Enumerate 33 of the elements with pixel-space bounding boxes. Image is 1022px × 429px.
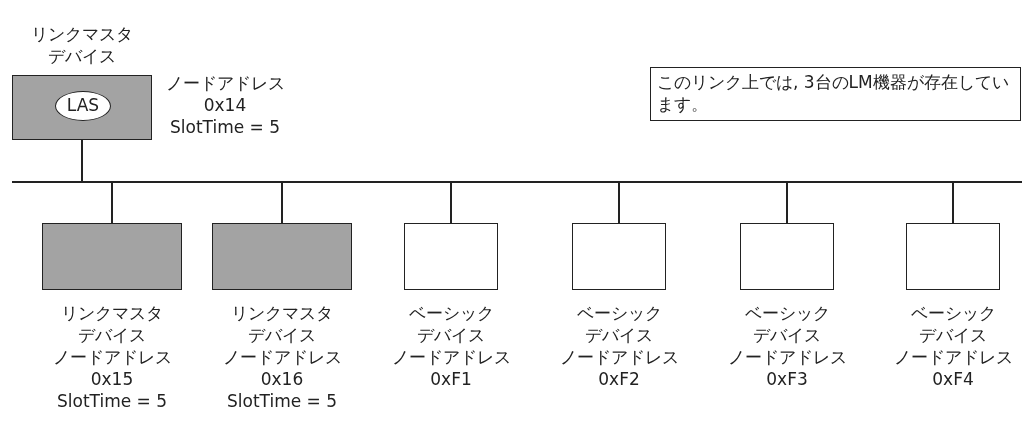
address-text: ノードアドレス [893,346,1013,368]
device-label: ベーシックデバイス [407,302,495,346]
note-box: このリンク上では, 3台のLM機器が存在しています。 [650,67,1021,121]
device-label: ベーシックデバイス [909,302,997,346]
connector-line [618,182,620,224]
connector-line [81,139,83,182]
connector-line [786,182,788,224]
bus-line [12,181,1022,183]
address-text: 0xF4 [932,368,974,390]
address-text: ノードアドレス [52,346,172,368]
connector-line [111,182,113,224]
address-text: ノードアドレス [727,346,847,368]
address-text: 0x14 [203,94,247,116]
address-text: SlotTime = 5 [169,116,281,138]
address-text: ノードアドレス [165,72,285,94]
address-text: 0x15 [90,368,134,390]
connector-line [450,182,452,224]
device-label: リンクマスタデバイス [230,302,334,346]
address-text: ノードアドレス [391,346,511,368]
address-text: 0x16 [260,368,304,390]
address-text: 0xF3 [766,368,808,390]
address-text: 0xF2 [598,368,640,390]
device-label: リンクマスタデバイス [60,302,164,346]
address-text: 0xF1 [430,368,472,390]
address-text: ノードアドレス [559,346,679,368]
device-label: リンクマスタデバイス [30,23,134,67]
device-label: ベーシックデバイス [743,302,831,346]
address-text: SlotTime = 5 [56,390,168,412]
address-text: ノードアドレス [222,346,342,368]
address-text: SlotTime = 5 [226,390,338,412]
connector-line [281,182,283,224]
connector-line [952,182,954,224]
device-label: ベーシックデバイス [575,302,663,346]
